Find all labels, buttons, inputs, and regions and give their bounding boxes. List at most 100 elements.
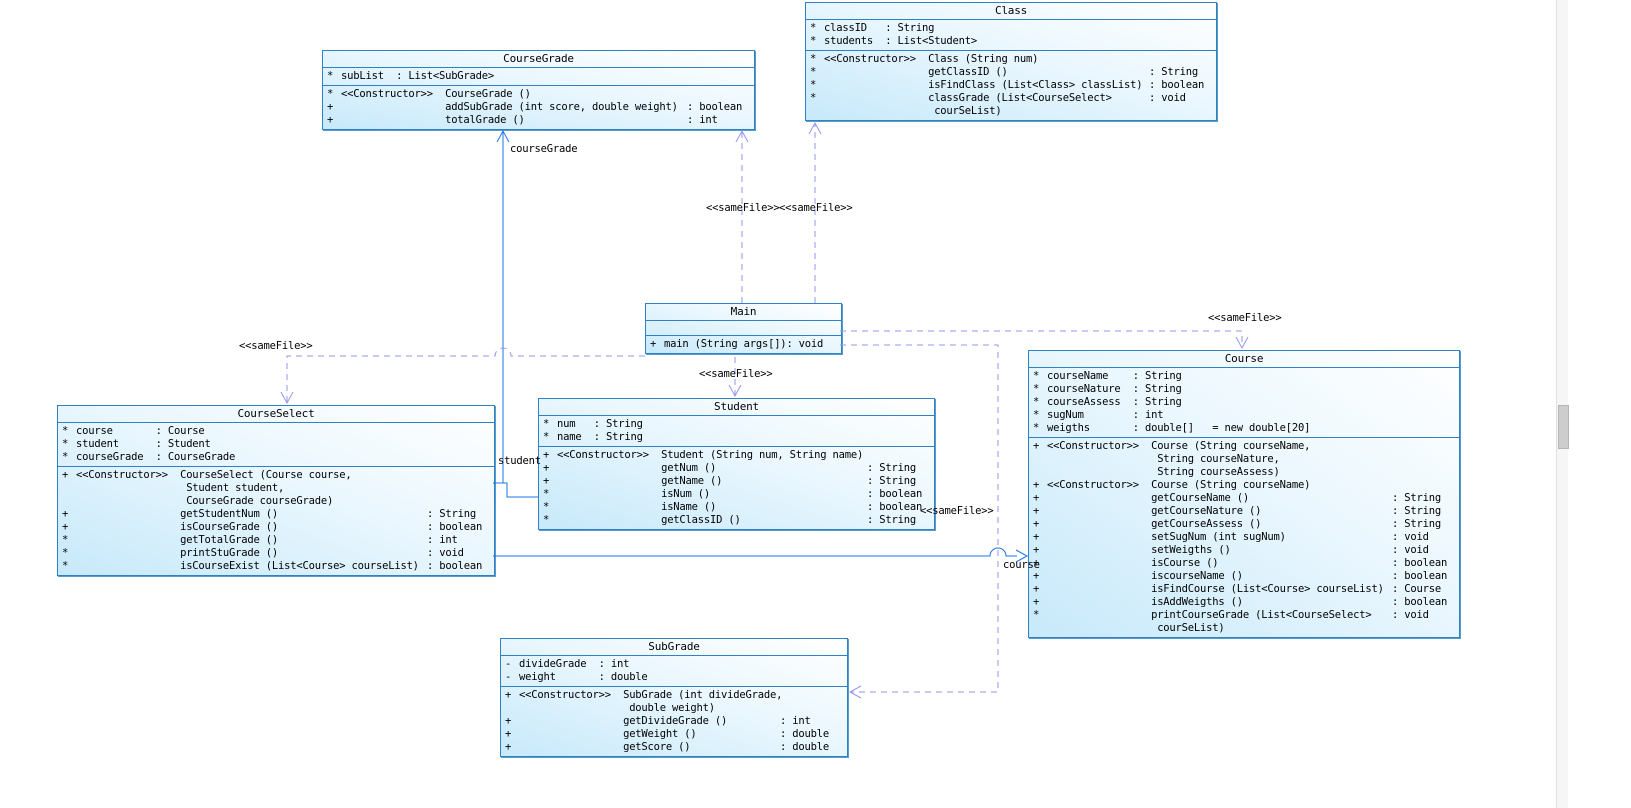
- visibility-marker: *: [1033, 609, 1040, 621]
- method-row: * printCourseGrade (List<CourseSelect> c…: [1029, 609, 1459, 635]
- visibility-marker: *: [543, 418, 550, 430]
- class-box-main[interactable]: Main +main (String args[]): void: [645, 303, 842, 354]
- class-box-subgrade[interactable]: SubGrade -divideGrade : int-weight : dou…: [500, 638, 848, 757]
- member-type: : String: [867, 475, 916, 487]
- attributes-section: [646, 320, 841, 335]
- member-type: : String: [1149, 66, 1198, 78]
- attribute-row: * num : String: [539, 418, 934, 431]
- member-signature: <<Constructor>> Class (String num): [824, 53, 1039, 65]
- visibility-marker: +: [1033, 492, 1040, 504]
- member-signature: <<Constructor>> Course (String courseNam…: [1047, 479, 1311, 491]
- association-courseselect-student[interactable]: [493, 482, 538, 498]
- method-row: + getCourseName (): String: [1029, 492, 1459, 505]
- scrollbar-thumb[interactable]: [1558, 405, 1569, 449]
- visibility-marker: +: [1033, 440, 1040, 452]
- method-row: + isCourse (): boolean: [1029, 557, 1459, 570]
- association-courseselect-course[interactable]: [493, 547, 1017, 557]
- stereotype-label-samefile: <<sameFile>>: [239, 340, 313, 352]
- member-type: : boolean: [1392, 570, 1448, 582]
- methods-section: +<<Constructor>> SubGrade (int divideGra…: [501, 686, 847, 756]
- methods-section: *<<Constructor>> Class (String num)* get…: [806, 50, 1216, 120]
- attributes-section: *classID : String*students : List<Studen…: [806, 19, 1216, 50]
- member-type: : boolean: [1392, 557, 1448, 569]
- visibility-marker: +: [505, 689, 512, 701]
- method-row: +<<Constructor>> SubGrade (int divideGra…: [501, 689, 847, 715]
- visibility-marker: +: [505, 715, 512, 727]
- method-row: + getWeight (): double: [501, 728, 847, 741]
- member-type: : void: [1149, 92, 1186, 104]
- member-signature: totalGrade (): [341, 114, 525, 126]
- visibility-marker: +: [543, 475, 550, 487]
- class-box-courseselect[interactable]: CourseSelect *course : Course*student : …: [57, 405, 495, 576]
- member-type: : String: [427, 508, 476, 520]
- dependency-main-course[interactable]: [840, 330, 1243, 348]
- member-signature: divideGrade : int: [519, 658, 630, 670]
- vertical-scrollbar[interactable]: [1556, 0, 1569, 808]
- class-box-course[interactable]: Course *courseName : String*courseNature…: [1028, 350, 1460, 638]
- method-row: *<<Constructor>> Class (String num): [806, 53, 1216, 66]
- visibility-marker: *: [62, 534, 69, 546]
- member-signature: isName (): [557, 501, 717, 513]
- attributes-section: *course : Course*student : Student*cours…: [58, 422, 494, 466]
- member-signature: getClassID (): [557, 514, 741, 526]
- visibility-marker: +: [1033, 518, 1040, 530]
- visibility-marker: +: [505, 741, 512, 753]
- visibility-marker: *: [62, 451, 69, 463]
- method-row: * getClassID (): String: [806, 66, 1216, 79]
- method-row: + getNum (): String: [539, 462, 934, 475]
- arrowhead-main-course: [1235, 336, 1249, 350]
- visibility-marker: *: [327, 70, 334, 82]
- member-signature: classID : String: [824, 22, 935, 34]
- member-signature: subList : List<SubGrade>: [341, 70, 495, 82]
- visibility-marker: +: [62, 469, 69, 481]
- method-row: + isAddWeigths (): boolean: [1029, 596, 1459, 609]
- class-box-coursegrade[interactable]: CourseGrade *subList : List<SubGrade> *<…: [322, 50, 755, 130]
- class-title: Class: [994, 4, 1028, 17]
- method-row: + getStudentNum (): String: [58, 508, 494, 521]
- method-row: + setSugNum (int sugNum): void: [1029, 531, 1459, 544]
- class-box-student[interactable]: Student *num : String*name : String +<<C…: [538, 398, 935, 530]
- class-box-class[interactable]: Class *classID : String*students : List<…: [805, 2, 1217, 121]
- member-signature: addSubGrade (int score, double weight): [341, 101, 678, 113]
- method-row: * isName (): boolean: [539, 501, 934, 514]
- method-row: + setWeigths (): void: [1029, 544, 1459, 557]
- attribute-row: *sugNum : int: [1029, 409, 1459, 422]
- visibility-marker: *: [810, 22, 817, 34]
- visibility-marker: +: [1033, 531, 1040, 543]
- member-signature: printCourseGrade (List<CourseSelect> cou…: [1151, 609, 1372, 634]
- method-row: + getDivideGrade (): int: [501, 715, 847, 728]
- member-signature: <<Constructor>> CourseGrade (): [341, 88, 531, 100]
- methods-section: + <<Constructor>> Student (String num, St…: [539, 446, 934, 529]
- member-signature: num : String: [557, 418, 643, 430]
- member-signature: getStudentNum (): [76, 508, 279, 520]
- method-row: + isCourseGrade (): boolean: [58, 521, 494, 534]
- arrowhead-main-courseselect: [280, 391, 294, 405]
- member-signature: isFindCourse (List<Course> courseList): [1047, 583, 1384, 595]
- attribute-row: *courseAssess : String: [1029, 396, 1459, 409]
- member-type: : String: [1392, 505, 1441, 517]
- method-row: * getTotalGrade (): int: [58, 534, 494, 547]
- visibility-marker: +: [1033, 544, 1040, 556]
- method-row: + getScore (): double: [501, 741, 847, 754]
- member-signature: courseAssess : String: [1047, 396, 1182, 408]
- method-row: + getCourseAssess (): String: [1029, 518, 1459, 531]
- visibility-marker: *: [810, 35, 817, 47]
- attributes-section: *courseName : String*courseNature : Stri…: [1029, 367, 1459, 437]
- member-signature: isCourseGrade (): [76, 521, 279, 533]
- member-signature: <<Constructor>> Student (String num, Str…: [557, 449, 864, 461]
- arrowhead-main-student: [728, 384, 742, 398]
- member-signature: <<Constructor>> Course (String courseNam…: [1047, 440, 1311, 478]
- member-type: : int: [427, 534, 458, 546]
- visibility-marker: *: [810, 92, 817, 104]
- method-row: * printStuGrade (): void: [58, 547, 494, 560]
- attribute-row: *course : Course: [58, 425, 494, 438]
- visibility-marker: *: [1033, 409, 1040, 421]
- dependency-main-courseselect[interactable]: [286, 347, 645, 403]
- member-signature: isFindClass (List<Class> classList): [824, 79, 1143, 91]
- arrowhead-coursegrade: [496, 129, 510, 143]
- member-signature: getWeight (): [519, 728, 697, 740]
- method-row: * isNum (): boolean: [539, 488, 934, 501]
- method-row: * getClassID (): String: [539, 514, 934, 527]
- visibility-marker: -: [505, 671, 512, 683]
